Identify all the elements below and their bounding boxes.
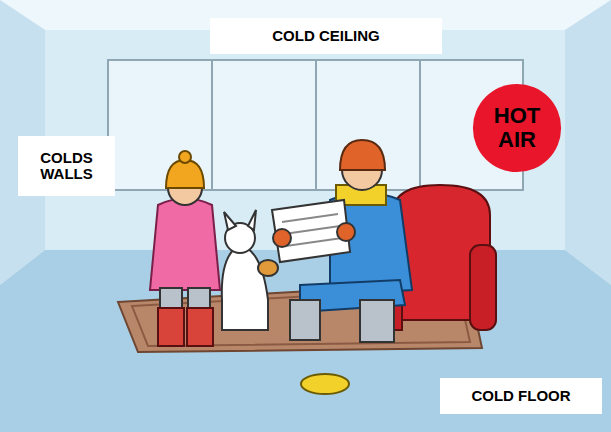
dog-body [222, 245, 268, 330]
ceiling-label: COLD CEILING [210, 18, 442, 54]
dog-scarf [258, 260, 278, 276]
label-text: COLD FLOOR [471, 388, 570, 405]
dog-ear [224, 212, 236, 230]
window-bar [211, 60, 213, 190]
hat-pompom [179, 151, 191, 163]
walls-label: COLDS WALLS [18, 136, 115, 196]
hot-air-fill [473, 84, 561, 172]
mitten [337, 223, 355, 241]
armchair-arm [470, 245, 496, 330]
child-hat [166, 160, 204, 188]
floor [0, 250, 611, 432]
label-text: COLDS WALLS [35, 150, 99, 183]
child-leg [160, 288, 182, 310]
floor-label: COLD FLOOR [440, 378, 602, 414]
mitten [273, 229, 291, 247]
newspaper-lines [284, 226, 340, 234]
newspaper-lines [286, 238, 342, 246]
window [108, 60, 523, 190]
child-boot [187, 308, 213, 346]
dog-ear [248, 210, 256, 230]
label-text: COLD CEILING [272, 28, 380, 45]
label-text: HOT AIR [482, 104, 552, 152]
slipper [301, 374, 349, 394]
man-boot [360, 300, 394, 342]
right-wall [565, 0, 611, 285]
man-hat [340, 140, 385, 170]
window-bar [419, 60, 421, 190]
child-boot [158, 308, 184, 346]
man-boot [290, 300, 320, 340]
child-leg [188, 288, 210, 310]
window-bar [315, 60, 317, 190]
newspaper-lines [282, 214, 338, 222]
child-coat [150, 199, 220, 291]
hot-air-circle: HOT AIR [472, 83, 562, 173]
